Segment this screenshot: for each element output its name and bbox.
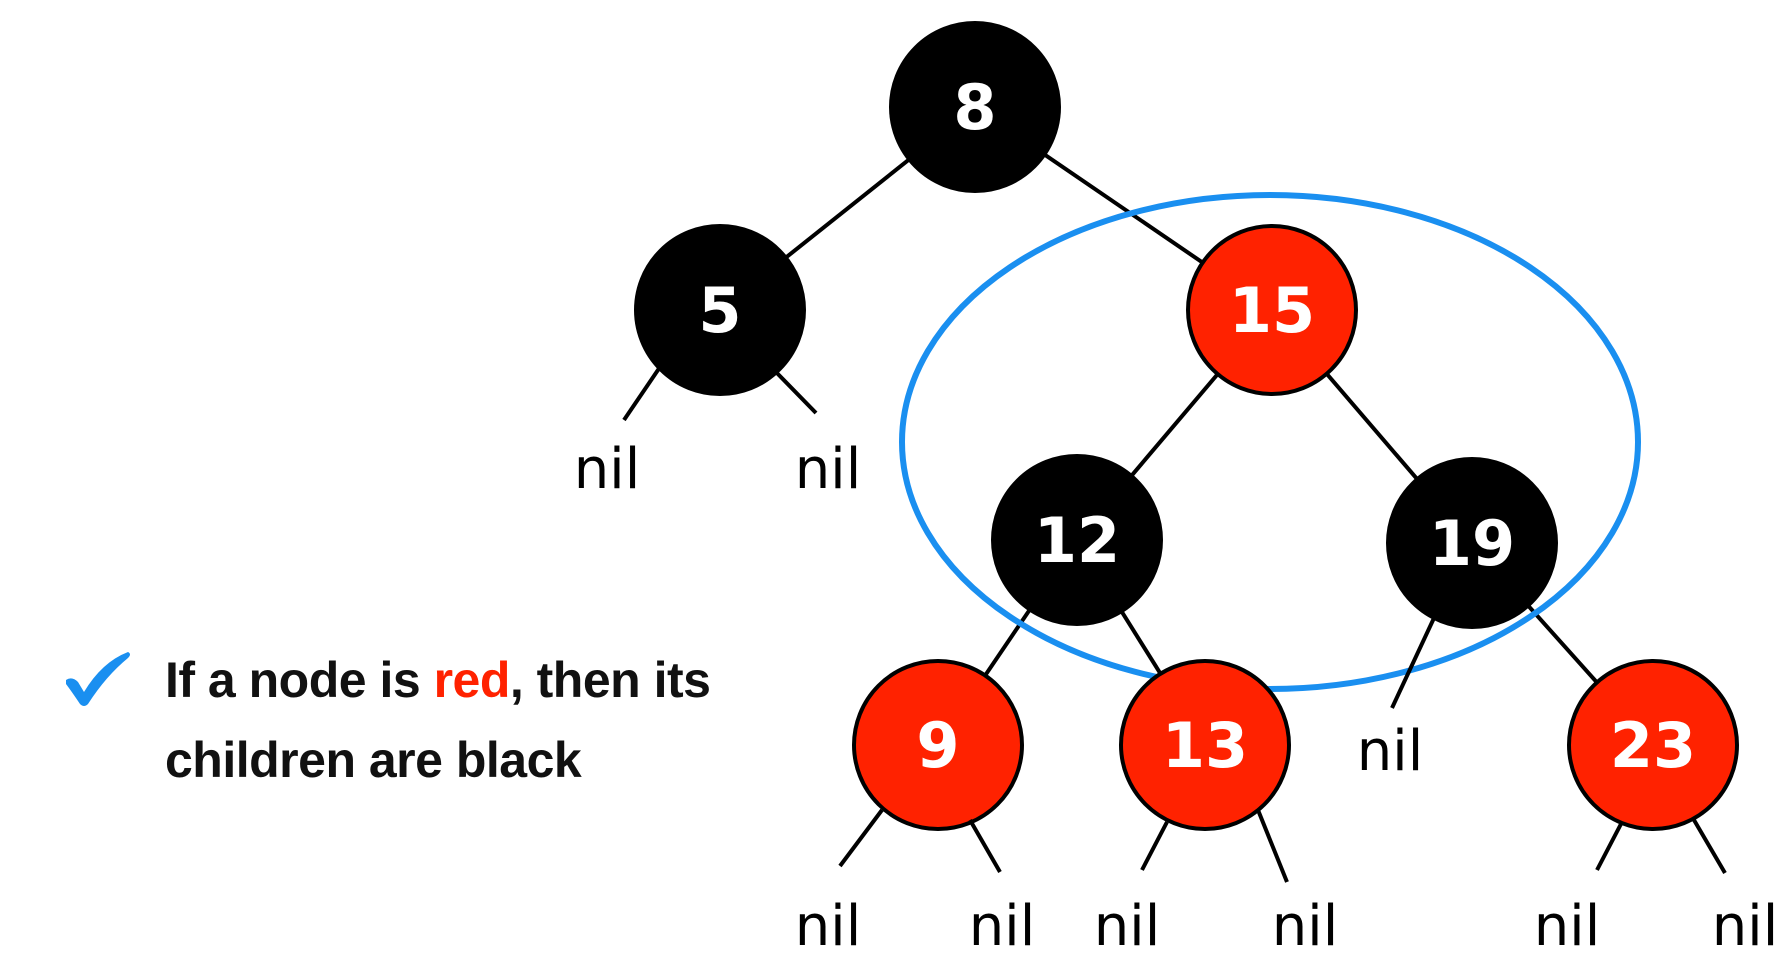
tree-node-9 <box>852 659 1024 831</box>
tree-node-5 <box>634 224 806 396</box>
nil-edge <box>1595 821 1624 871</box>
nil-edge <box>772 368 818 415</box>
nil-edge <box>1256 809 1289 883</box>
caption-part-2: , then its <box>509 652 711 708</box>
node-label-13: 13 <box>1162 709 1248 782</box>
node-label-23: 23 <box>1610 709 1696 782</box>
nil-leaf: nil <box>1272 894 1339 959</box>
node-label-9: 9 <box>916 709 959 782</box>
nil-leaf: nil <box>1357 719 1424 784</box>
nil-leaf: nil <box>1712 894 1779 959</box>
caption-line-2: children are black <box>165 732 582 788</box>
tree-node-12 <box>991 454 1163 626</box>
caption-red-word: red <box>433 652 511 708</box>
tree-node-19 <box>1386 457 1558 629</box>
nil-leaf: nil <box>795 437 862 502</box>
nil-edge <box>1390 617 1436 709</box>
node-label-15: 15 <box>1229 274 1315 347</box>
tree-node-23 <box>1567 659 1739 831</box>
nil-leaf: nil <box>969 894 1036 959</box>
nil-edge <box>968 819 1002 873</box>
nil-edge <box>1692 818 1727 875</box>
nil-leaf: nil <box>574 437 641 502</box>
node-label-8: 8 <box>953 71 996 144</box>
caption-part-1: If a node is <box>165 652 434 708</box>
node-label-19: 19 <box>1429 507 1515 580</box>
node-label-5: 5 <box>698 274 741 347</box>
tree-node-8 <box>889 21 1061 193</box>
nil-edge <box>1140 821 1169 871</box>
nil-edge <box>838 808 884 868</box>
check-icon <box>66 652 130 706</box>
nil-leaf: nil <box>1094 894 1161 959</box>
tree-node-15 <box>1186 224 1358 396</box>
node-label-12: 12 <box>1034 504 1120 577</box>
tree-node-13 <box>1119 659 1291 831</box>
nil-edge <box>622 365 662 422</box>
nil-leaf: nil <box>1534 894 1601 959</box>
caption-line-1: If a node is red, then its <box>165 640 711 720</box>
red-property-caption: If a node is red, then its children are … <box>165 640 711 800</box>
nil-leaf: nil <box>795 894 862 959</box>
